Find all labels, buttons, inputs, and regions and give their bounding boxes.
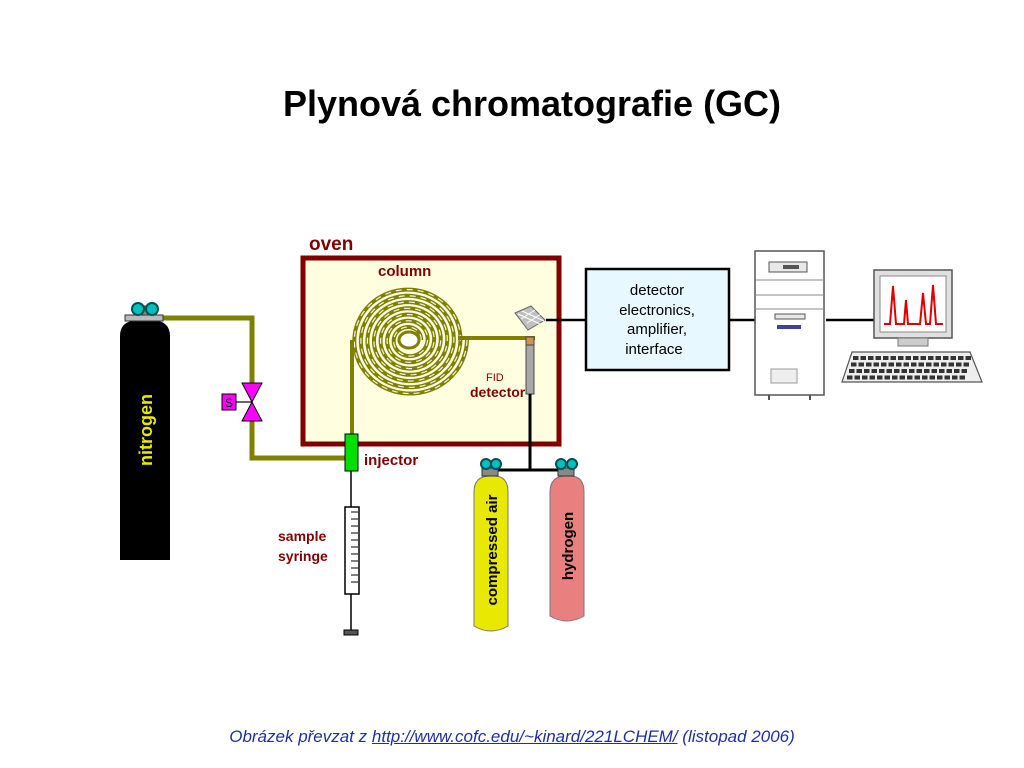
column-label: column	[378, 263, 431, 280]
nitrogen-line	[160, 315, 345, 461]
detector-label: detector	[470, 384, 526, 400]
electronics-line-3: amplifier,	[627, 321, 687, 338]
nitrogen-label: nitrogen	[136, 394, 156, 466]
syringe-label: syringe	[278, 548, 328, 564]
sample-label: sample	[278, 528, 326, 544]
solenoid-valve: S	[221, 382, 263, 422]
oven-label: oven	[309, 234, 353, 255]
caption-prefix: Obrázek převzat z	[229, 727, 372, 746]
monitor-icon	[873, 269, 953, 347]
keyboard-icon	[841, 351, 983, 383]
electronics-line-4: interface	[625, 341, 683, 358]
valve-symbol: S	[225, 396, 233, 410]
electronics-line-1: detector	[630, 282, 684, 299]
computer-tower-icon	[754, 250, 825, 400]
electronics-line-2: electronics,	[619, 302, 695, 319]
compressed-air-label: compressed air	[484, 494, 501, 605]
sample-syringe: sample syringe	[278, 471, 360, 636]
fid-label: FID	[486, 372, 504, 384]
hydrogen-label: hydrogen	[560, 512, 577, 580]
image-source-caption: Obrázek převzat z http://www.cofc.edu/~k…	[0, 727, 1024, 747]
caption-suffix: (listopad 2006)	[677, 727, 795, 746]
injector-label: injector	[364, 452, 418, 469]
detector-electronics: detector electronics, amplifier, interfa…	[584, 267, 731, 372]
fid-detector: FID detector	[470, 305, 546, 470]
nitrogen-cylinder: nitrogen	[120, 302, 170, 560]
page-title: Plynová chromatografie (GC)	[282, 83, 782, 124]
compressed-air-cylinder: compressed air	[473, 458, 509, 632]
source-link[interactable]: http://www.cofc.edu/~kinard/221LCHEM/	[371, 727, 678, 746]
hydrogen-cylinder: hydrogen	[549, 458, 585, 622]
column-coil	[350, 287, 535, 440]
